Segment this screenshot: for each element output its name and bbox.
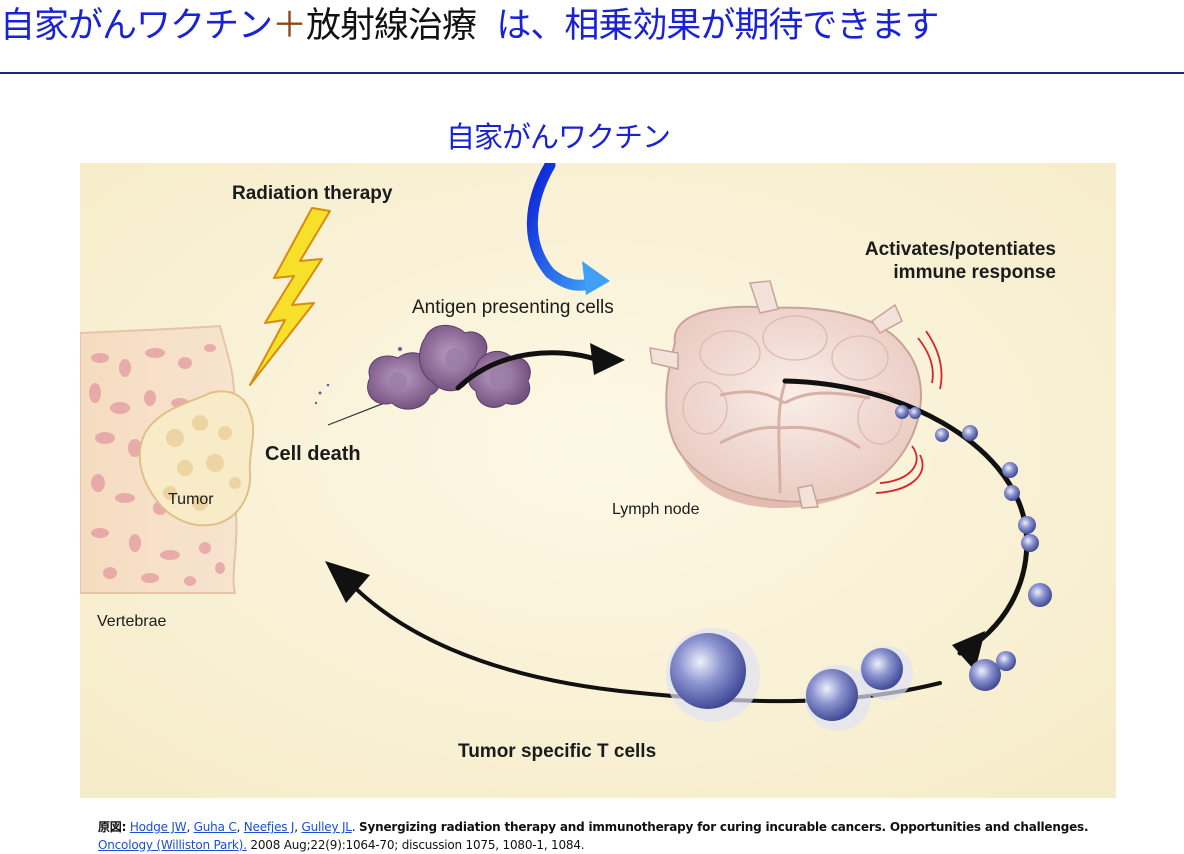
diagram-background xyxy=(80,163,1116,798)
label-antigen-presenting-cells: Antigen presenting cells xyxy=(412,297,614,318)
title-radiation: 放射線治療 xyxy=(306,6,477,46)
label-cell-death: Cell death xyxy=(265,443,361,465)
tumor xyxy=(138,390,255,527)
label-lymph-node: Lymph node xyxy=(612,501,700,518)
migrating-t-cells xyxy=(895,405,1052,691)
cycle-arrow-right xyxy=(782,378,1030,656)
citation-title: Synergizing radiation therapy and immuno… xyxy=(359,820,1089,834)
arrow-to-lymph-node-head xyxy=(590,343,625,375)
citation-prefix: 原図: xyxy=(98,820,127,834)
title-plus: ＋ xyxy=(272,6,307,46)
lymph-node xyxy=(649,280,943,509)
author-link-gulley[interactable]: Gulley JL xyxy=(301,820,352,834)
title-vaccine: 自家がんワクチン xyxy=(0,6,273,46)
label-immune-response: immune response xyxy=(893,262,1056,283)
author-link-guha[interactable]: Guha C xyxy=(193,820,237,834)
title-synergy: は、相乗効果が期待できます xyxy=(496,6,939,46)
arrow-to-lymph-node xyxy=(455,350,598,391)
cycle-arrow-left-head xyxy=(325,561,370,603)
title-divider xyxy=(0,72,1184,74)
citation-details: 2008 Aug;22(9):1064-70; discussion 1075,… xyxy=(250,838,585,852)
label-activates: Activates/potentiates xyxy=(865,239,1056,260)
label-t-cells: Tumor specific T cells xyxy=(458,741,656,762)
label-vertebrae: Vertebrae xyxy=(97,613,166,630)
cycle-arrow-right-head xyxy=(952,631,985,671)
lightning-bolt-icon xyxy=(249,207,331,386)
vaccine-arrow-head xyxy=(582,261,610,295)
journal-link[interactable]: Oncology (Williston Park). xyxy=(98,838,247,852)
antigen-presenting-cells xyxy=(367,324,531,410)
label-radiation-therapy: Radiation therapy xyxy=(232,183,393,204)
tumor-specific-t-cells xyxy=(666,628,913,731)
author-link-neefjes[interactable]: Neefjes J xyxy=(243,820,295,834)
diagram-figure: Radiation therapy Antigen presenting cel… xyxy=(80,163,1116,798)
author-link-hodge[interactable]: Hodge JW xyxy=(129,820,187,834)
vaccine-arrow xyxy=(526,163,598,291)
citation: 原図: Hodge JW, Guha C, Neefjes J, Gulley … xyxy=(98,820,1089,852)
page-title: 自家がんワクチン＋放射線治療 は、相乗効果が期待できます xyxy=(0,2,1184,52)
label-tumor: Tumor xyxy=(168,491,214,508)
vaccine-label: 自家がんワクチン xyxy=(446,120,671,154)
